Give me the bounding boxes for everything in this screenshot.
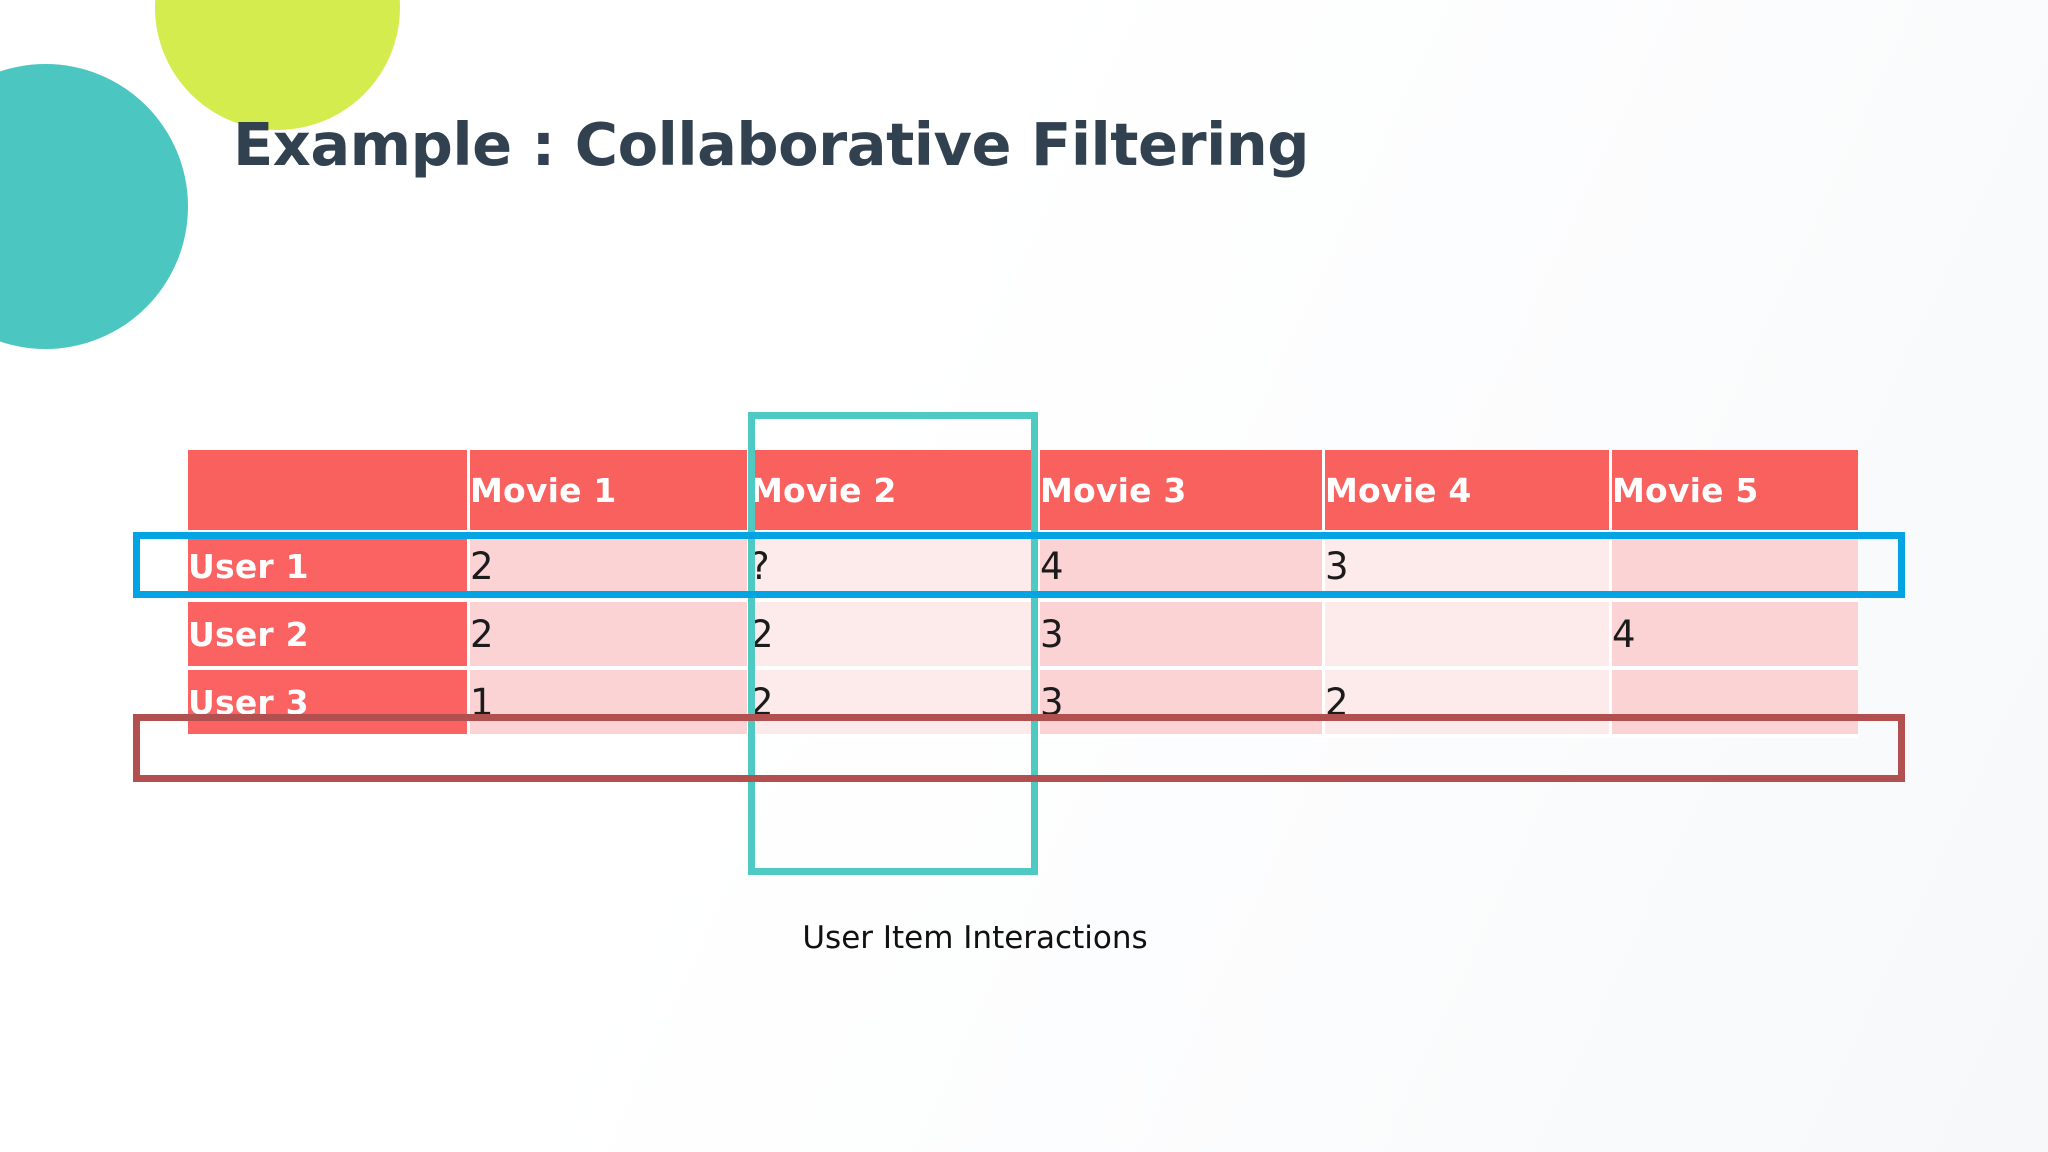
cell-user2-movie3: 3 xyxy=(1040,602,1325,670)
column-header-movie-5: Movie 5 xyxy=(1612,450,1858,534)
table-corner-cell xyxy=(188,450,470,534)
cell-user2-movie1: 2 xyxy=(470,602,750,670)
cell-user2-movie4 xyxy=(1325,602,1612,670)
table-row-user-2: User 2 2 2 3 4 xyxy=(188,602,1858,670)
highlight-box-user-1-row xyxy=(133,532,1905,598)
table-row-user-1: User 1 2 ? 4 3 xyxy=(188,534,1858,602)
cell-user3-movie4: 2 xyxy=(1325,670,1612,738)
table-row-user-3: User 3 1 2 3 2 xyxy=(188,670,1858,738)
page-title: Example : Collaborative Filtering xyxy=(233,110,1310,179)
cell-user2-movie5: 4 xyxy=(1612,602,1858,670)
cell-user3-movie5 xyxy=(1612,670,1858,738)
row-label-user-3: User 3 xyxy=(188,670,470,738)
cell-user1-movie2: ? xyxy=(750,534,1040,602)
cell-user3-movie3: 3 xyxy=(1040,670,1325,738)
column-header-movie-1: Movie 1 xyxy=(470,450,750,534)
row-label-user-1: User 1 xyxy=(188,534,470,602)
column-header-movie-3: Movie 3 xyxy=(1040,450,1325,534)
cell-user1-movie3: 4 xyxy=(1040,534,1325,602)
highlight-box-movie-2-column xyxy=(748,412,1038,875)
cell-user3-movie1: 1 xyxy=(470,670,750,738)
cell-user1-movie5 xyxy=(1612,534,1858,602)
cell-user2-movie2: 2 xyxy=(750,602,1040,670)
cell-user3-movie2: 2 xyxy=(750,670,1040,738)
table-caption: User Item Interactions xyxy=(802,920,1148,956)
column-header-movie-4: Movie 4 xyxy=(1325,450,1612,534)
cell-user1-movie4: 3 xyxy=(1325,534,1612,602)
highlight-box-user-3-row xyxy=(133,714,1905,782)
row-label-user-2: User 2 xyxy=(188,602,470,670)
cell-user1-movie1: 2 xyxy=(470,534,750,602)
